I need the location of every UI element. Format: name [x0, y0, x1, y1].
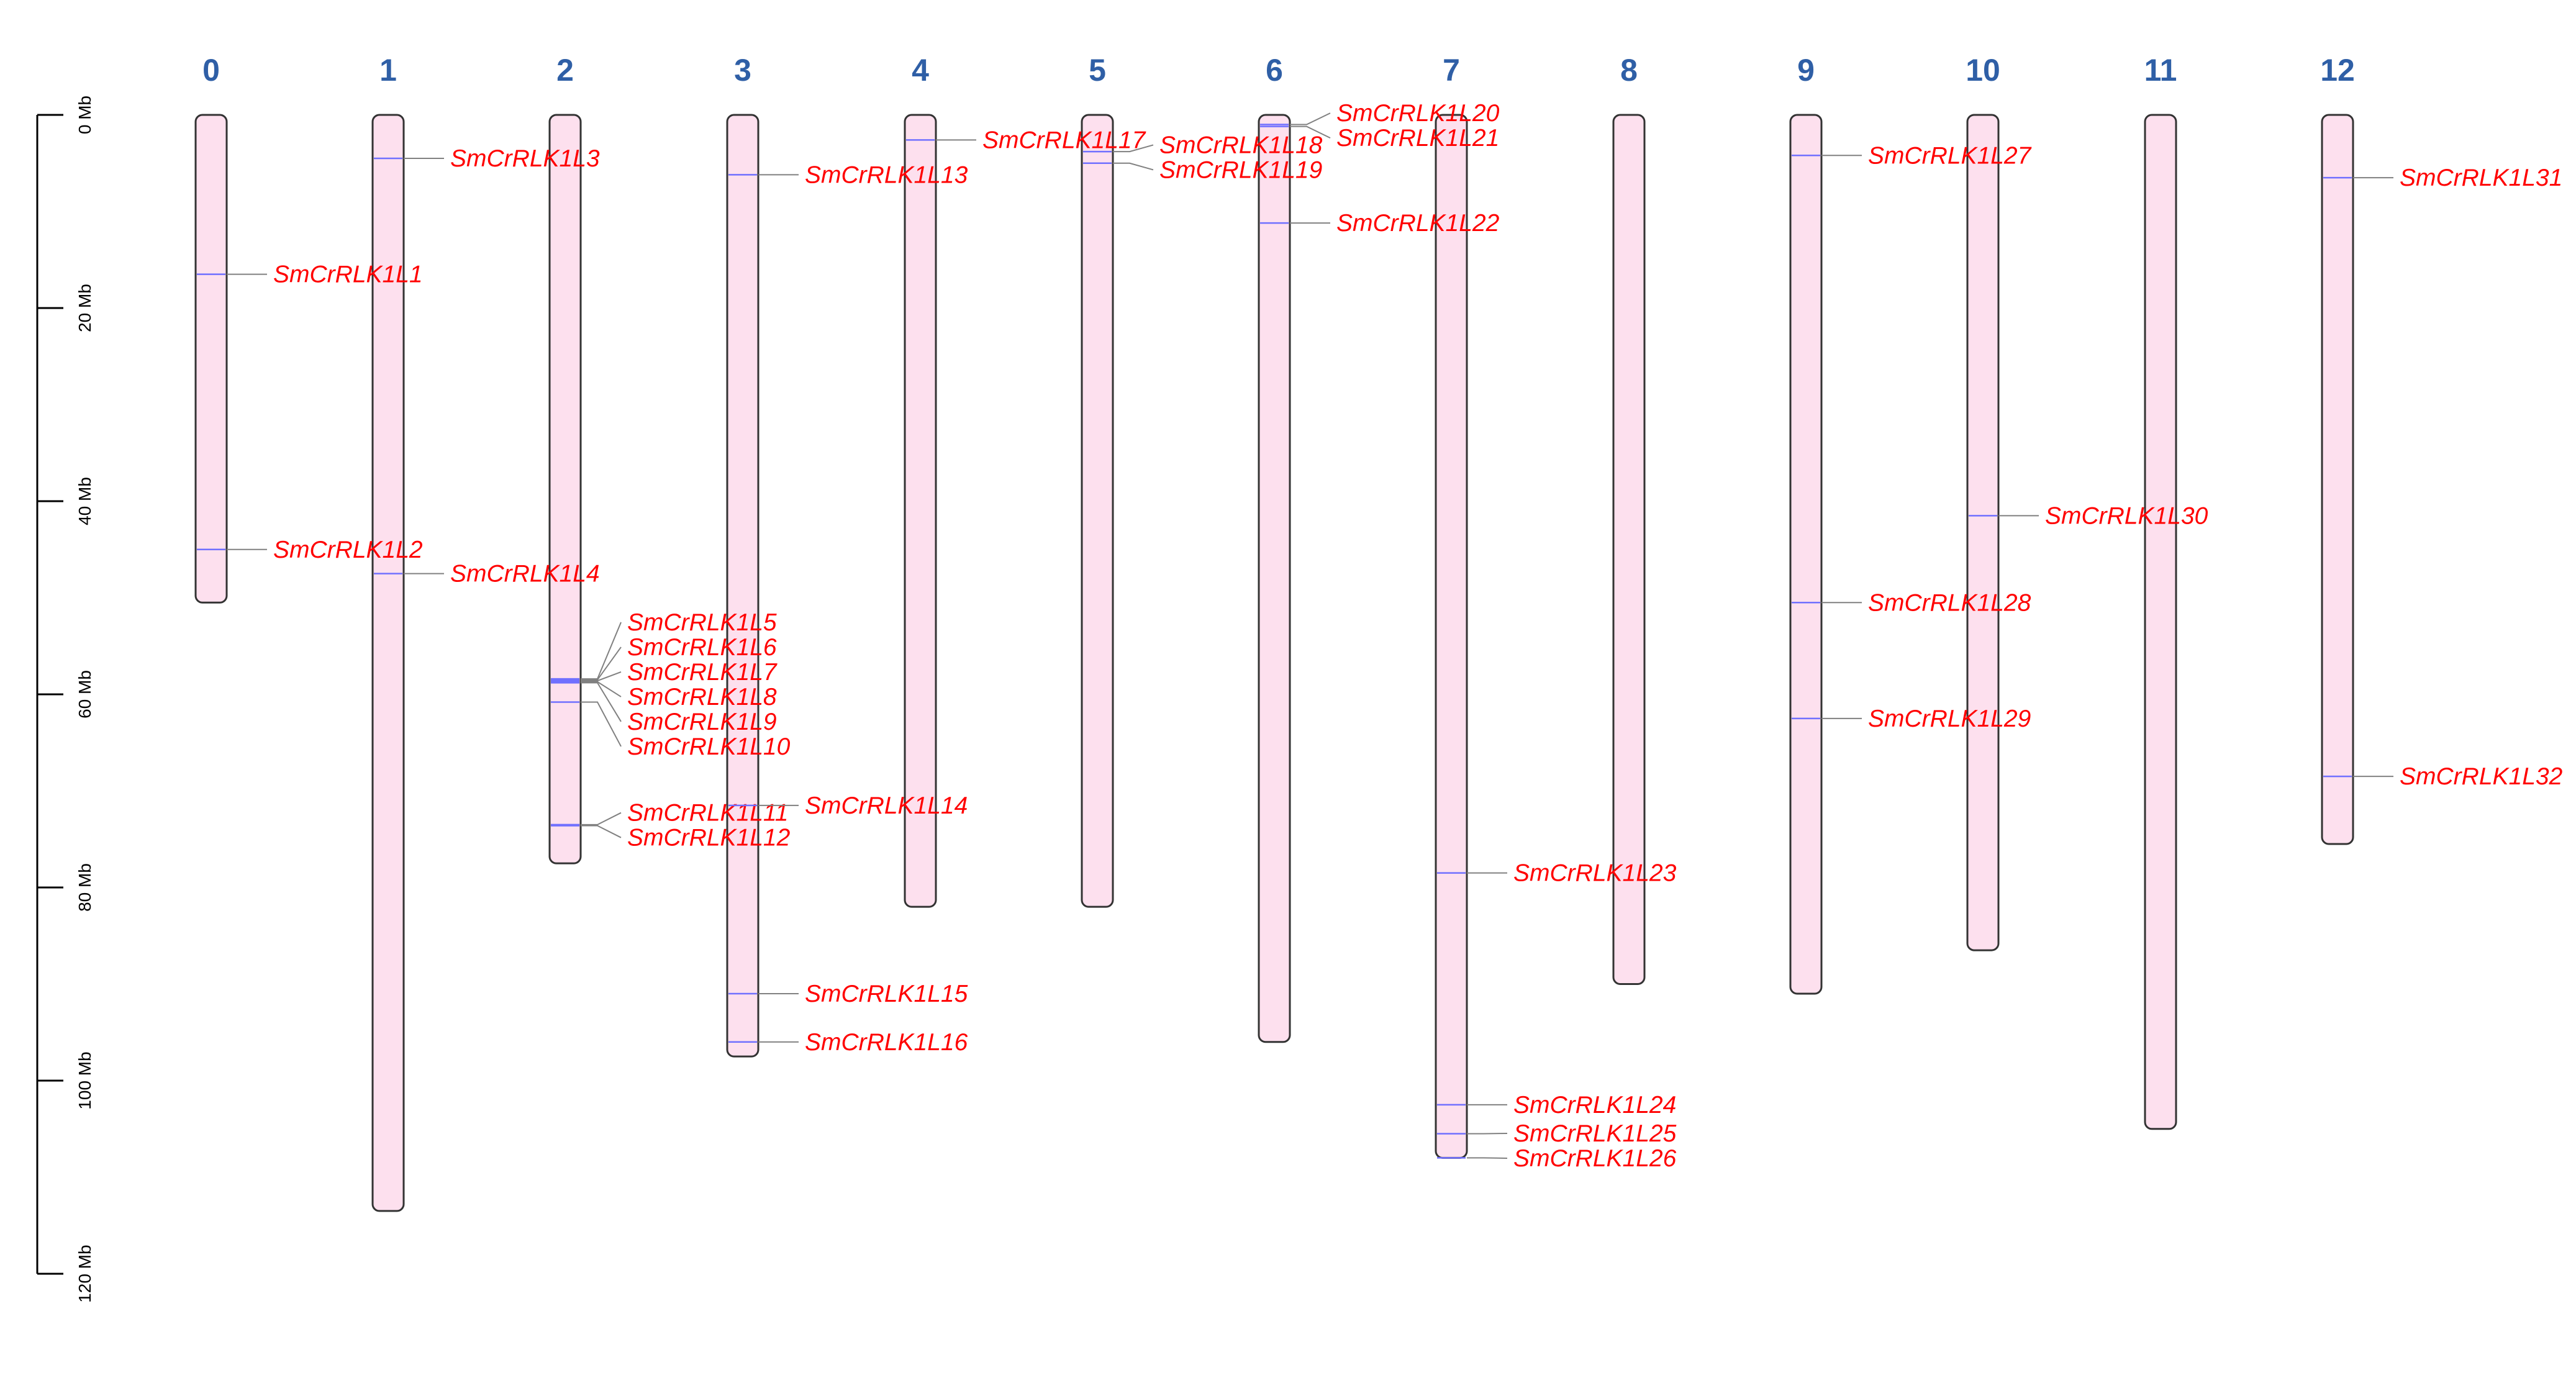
chromosome-title: 4 [912, 53, 929, 88]
chromosome-title: 1 [379, 53, 397, 88]
scale-axis: 0 Mb 20 Mb 40 Mb 60 Mb 80 Mb 100 Mb 120 Mb [36, 96, 94, 1303]
gene-leader-line [581, 647, 622, 681]
gene-label: SmCrRLK1L4 [450, 561, 600, 588]
gene-label: SmCrRLK1L15 [805, 981, 968, 1007]
chromosome-6 [1258, 114, 1291, 1043]
gene-label: SmCrRLK1L19 [1159, 157, 1322, 183]
gene-leader-line [581, 701, 622, 747]
chromosome-title: 9 [1797, 53, 1815, 88]
gene-label: SmCrRLK1L20 [1336, 100, 1500, 127]
axis-tick-label: 120 Mb [75, 1245, 94, 1302]
chromosome-title: 8 [1620, 53, 1638, 88]
axis-tick-label: 40 Mb [75, 477, 94, 525]
gene-label: SmCrRLK1L12 [627, 825, 791, 851]
gene-leader-line [1290, 125, 1331, 139]
chromosome-4 [904, 114, 937, 908]
gene-label: SmCrRLK1L6 [627, 634, 777, 661]
gene-label: SmCrRLK1L26 [1513, 1145, 1677, 1172]
gene-label: SmCrRLK1L13 [805, 161, 968, 188]
chromosome-3 [726, 114, 760, 1058]
chromosome-9 [1789, 114, 1823, 995]
gene-label: SmCrRLK1L7 [627, 659, 778, 686]
gene-leader-line [581, 681, 622, 697]
gene-label: SmCrRLK1L10 [627, 733, 791, 760]
chromosome-title: 10 [1966, 53, 2000, 88]
gene-label: SmCrRLK1L30 [2045, 502, 2208, 529]
chromosome-12 [2321, 114, 2354, 845]
chromosome-0 [194, 114, 228, 604]
gene-label: SmCrRLK1L16 [805, 1029, 968, 1056]
gene-leader-line [1467, 1132, 1508, 1135]
gene-leader-line [1113, 144, 1154, 153]
gene-label: SmCrRLK1L31 [2400, 165, 2562, 191]
gene-label: SmCrRLK1L25 [1513, 1120, 1677, 1147]
gene-label: SmCrRLK1L24 [1513, 1092, 1676, 1118]
chromosome-title: 5 [1089, 53, 1106, 88]
gene-leader-line [581, 671, 622, 682]
axis-tick-label: 100 Mb [75, 1051, 94, 1109]
chromosome-8 [1612, 114, 1646, 985]
gene-label: SmCrRLK1L28 [1868, 589, 2031, 616]
gene-label: SmCrRLK1L8 [627, 684, 777, 710]
gene-label: SmCrRLK1L21 [1336, 125, 1499, 152]
chromosome-2 [548, 114, 582, 864]
gene-label: SmCrRLK1L14 [805, 792, 968, 819]
chromosome-11 [2144, 114, 2177, 1130]
gene-label: SmCrRLK1L32 [2400, 763, 2563, 790]
gene-leader-line [1290, 112, 1331, 125]
gene-label: SmCrRLK1L27 [1868, 142, 2032, 169]
gene-label: SmCrRLK1L5 [627, 609, 777, 636]
gene-label: SmCrRLK1L17 [982, 127, 1146, 153]
chromosome-title: 2 [556, 53, 574, 88]
axis-tick-label: 60 Mb [75, 670, 94, 719]
chromosome-title: 11 [2144, 53, 2177, 88]
chromosome-title: 7 [1443, 53, 1460, 88]
gene-label: SmCrRLK1L2 [273, 537, 423, 563]
chromosome-5 [1081, 114, 1114, 908]
chromosome-title: 3 [734, 53, 751, 88]
chromosome-7 [1435, 114, 1468, 1159]
gene-label: SmCrRLK1L11 [627, 800, 788, 827]
axis-tick-label: 80 Mb [75, 863, 94, 912]
gene-leader-line [1113, 162, 1154, 171]
chromosome-10 [1966, 114, 2000, 951]
gene-label: SmCrRLK1L22 [1336, 210, 1500, 237]
chromosome-title: 12 [2320, 53, 2355, 88]
axis-tick-label: 20 Mb [75, 284, 94, 332]
gene-leader-line [581, 622, 622, 680]
gene-label: SmCrRLK1L23 [1513, 860, 1677, 887]
gene-label: SmCrRLK1L29 [1868, 706, 2031, 732]
gene-label: SmCrRLK1L18 [1159, 132, 1323, 158]
gene-label: SmCrRLK1L3 [450, 145, 600, 172]
gene-leader-line [581, 682, 622, 722]
chromosome-1 [371, 114, 405, 1212]
axis-tick-label: 0 Mb [75, 96, 94, 134]
gene-leader-line [581, 825, 622, 838]
chromosome-title: 6 [1266, 53, 1283, 88]
gene-leader-line [581, 812, 622, 825]
gene-label: SmCrRLK1L9 [627, 709, 777, 735]
gene-label: SmCrRLK1L1 [273, 261, 423, 288]
chromosome-title: 0 [202, 53, 220, 88]
